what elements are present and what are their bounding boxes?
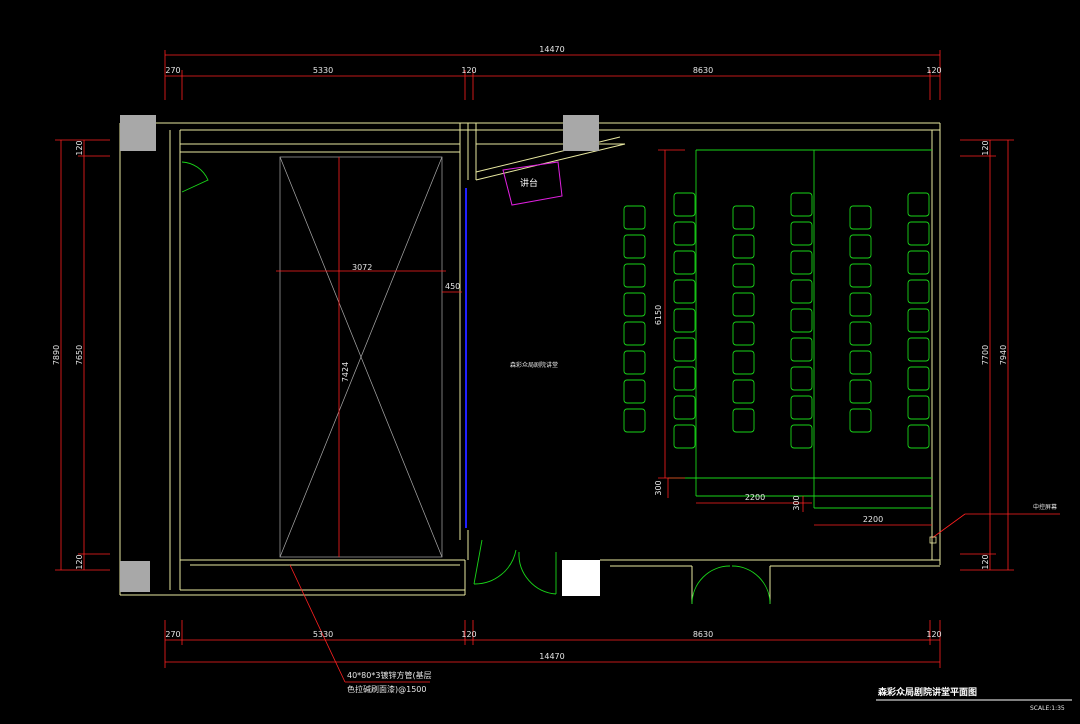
dim-right-bottom: 120: [981, 554, 990, 569]
dim-left-outer: 7890: [52, 345, 61, 365]
seat: [849, 205, 872, 230]
podium-label: 讲台: [520, 177, 538, 189]
dim-seats-height: 6150: [654, 305, 663, 325]
dim-top-total: 14470: [539, 45, 564, 54]
seat: [790, 279, 813, 304]
seat: [673, 192, 696, 217]
seat: [907, 337, 930, 362]
dim-left-bottom: 120: [75, 554, 84, 569]
screen-callout-label: 中控屏幕: [1033, 503, 1057, 511]
seat: [673, 308, 696, 333]
seat: [790, 250, 813, 275]
seat: [790, 337, 813, 362]
seat: [907, 279, 930, 304]
dim-seats-gap2: 300: [792, 495, 801, 510]
seat: [849, 292, 872, 317]
dim-left-top: 120: [75, 140, 84, 155]
seat: [849, 321, 872, 346]
seat: [907, 424, 930, 449]
dim-top-b: 5330: [313, 66, 333, 75]
seat-grid: [623, 192, 930, 449]
walls: [119, 122, 941, 604]
seat: [623, 408, 646, 433]
seat: [623, 205, 646, 230]
dim-top-d: 8630: [693, 66, 713, 75]
seat: [732, 350, 755, 375]
note-line-2: 色拉碱刷面漆)@1500: [347, 684, 426, 694]
seat: [673, 366, 696, 391]
dim-bottom-e: 120: [926, 630, 941, 639]
doors: [181, 161, 771, 605]
dim-aisle-2: 2200: [863, 515, 883, 524]
seat: [849, 263, 872, 288]
dim-top-e: 120: [926, 66, 941, 75]
seat: [732, 234, 755, 259]
seat: [849, 408, 872, 433]
dim-top-c: 120: [461, 66, 476, 75]
seat: [732, 408, 755, 433]
dim-right-top: 120: [981, 140, 990, 155]
columns: [120, 115, 599, 592]
podium: 讲台: [502, 161, 563, 206]
seat: [790, 424, 813, 449]
seat: [623, 379, 646, 404]
seat: [673, 395, 696, 420]
seat: [790, 308, 813, 333]
dim-bottom-c: 120: [461, 630, 476, 639]
drawing-title: 森彩众局剧院讲堂平面图: [878, 686, 977, 698]
note-line-1: 40*80*3镀锌方管(基层: [347, 670, 432, 680]
stage-dimension-lines: [276, 157, 462, 557]
drawing-scale: SCALE:1:35: [1030, 705, 1065, 712]
dim-right-outer: 7940: [999, 345, 1008, 365]
seat: [623, 321, 646, 346]
seat: [623, 350, 646, 375]
dim-left-inner: 7650: [75, 345, 84, 365]
seat: [790, 366, 813, 391]
seating-risers: [668, 149, 932, 509]
seat: [732, 321, 755, 346]
seat: [849, 350, 872, 375]
dim-bottom-b: 5330: [313, 630, 333, 639]
stage-area: [279, 156, 443, 558]
seat: [732, 205, 755, 230]
dim-stage-width: 3072: [352, 263, 372, 272]
seat: [673, 424, 696, 449]
seat: [907, 366, 930, 391]
seat: [790, 192, 813, 217]
dim-bottom-a: 270: [165, 630, 180, 639]
dim-stage-gap: 450: [445, 282, 460, 291]
seat: [849, 379, 872, 404]
seat: [673, 279, 696, 304]
room-label: 森彩众局剧院讲堂: [510, 361, 558, 369]
seat: [623, 263, 646, 288]
seat: [673, 221, 696, 246]
dim-aisle-1: 2200: [745, 493, 765, 502]
screen-marker: [929, 536, 937, 544]
seat: [623, 292, 646, 317]
dim-top-a: 270: [165, 66, 180, 75]
seat: [623, 234, 646, 259]
dim-bottom-d: 8630: [693, 630, 713, 639]
seat: [790, 395, 813, 420]
seat: [849, 234, 872, 259]
seat: [907, 221, 930, 246]
seat: [907, 192, 930, 217]
dim-seats-gap1: 300: [654, 480, 663, 495]
seat: [907, 308, 930, 333]
seat: [907, 250, 930, 275]
dim-stage-height: 7424: [341, 362, 350, 382]
seat: [673, 250, 696, 275]
seat: [732, 379, 755, 404]
dim-right-inner: 7700: [981, 345, 990, 365]
seat: [790, 221, 813, 246]
seat: [907, 395, 930, 420]
seat: [673, 337, 696, 362]
dimension-lines: [55, 50, 1060, 683]
dim-bottom-total: 14470: [539, 652, 564, 661]
cabinet-box: [562, 560, 600, 596]
seat: [732, 263, 755, 288]
seat: [732, 292, 755, 317]
